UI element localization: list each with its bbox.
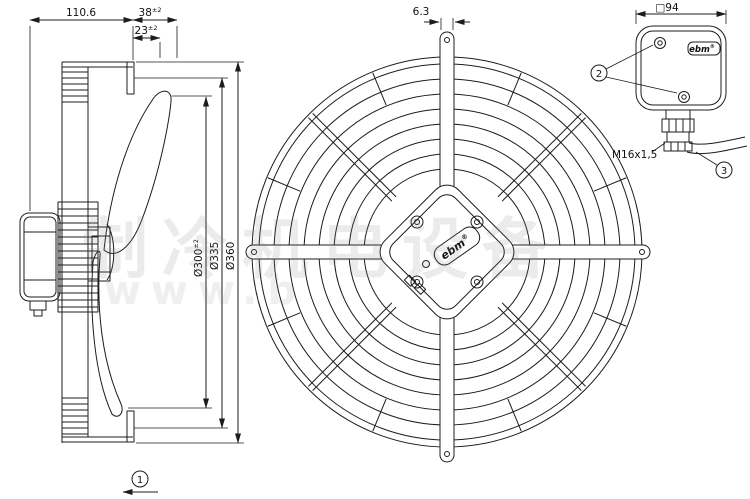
dim-6-3-label: 6.3 — [413, 6, 430, 18]
dim-extension-lines-94 — [635, 10, 727, 24]
hub-screws — [410, 215, 484, 289]
terminal-box-outer — [635, 25, 727, 111]
callout-2-circle — [590, 64, 608, 82]
blade-edge — [106, 223, 115, 281]
guard-ticks-c — [267, 177, 627, 327]
grille-lip-top — [126, 61, 135, 95]
grille-lip-bottom — [126, 410, 135, 443]
cable-gland — [661, 109, 748, 155]
box-logo: ebm® — [687, 41, 721, 56]
dim-dia300-label: Ø300±2 — [192, 239, 205, 277]
front-view: ebm® 6.3 — [245, 6, 651, 463]
dim-38-label: 38±2 — [139, 6, 162, 19]
blade-lower — [91, 250, 123, 417]
strut-hole-top — [444, 37, 450, 43]
cable-lines — [686, 136, 748, 155]
ring-flange-bottom — [62, 436, 133, 443]
guard-ticks-a — [372, 72, 522, 432]
dim-dia360-label: Ø360 — [225, 242, 237, 270]
motor-body — [57, 201, 99, 313]
ring-hatch-top — [62, 71, 88, 103]
hub-terminal-detail-2 — [413, 282, 427, 295]
diagonal-spokes — [308, 113, 586, 391]
shaft-side — [91, 235, 111, 273]
motor-hub — [379, 184, 515, 320]
terminal-box-detail: □94 ebm® 2 M16x1,5 3 — [590, 2, 748, 179]
strut-hole-left — [251, 249, 257, 255]
dim-94-label: □94 — [655, 2, 679, 14]
dim-extension-lines-63 — [440, 18, 454, 30]
callout-3-circle — [715, 161, 733, 179]
dim-110-6-label: 110.6 — [66, 7, 96, 19]
box-screw-top — [654, 37, 666, 49]
gland-side — [29, 300, 47, 311]
callout-2-label: 2 — [596, 69, 602, 80]
gland-thread-label: M16x1,5 — [612, 149, 657, 161]
strut-hole-right — [639, 249, 645, 255]
blade-upper — [103, 90, 172, 254]
terminal-box-side — [19, 212, 61, 302]
ring-flange-top — [62, 61, 133, 68]
dim-dia335-label: Ø335 — [209, 242, 221, 270]
guard-ticks-b — [267, 177, 627, 327]
hub-detail-circle — [422, 260, 430, 268]
dim-extension-lines — [29, 26, 244, 444]
guard-ticks-d — [372, 72, 522, 432]
terminal-box-side-lines — [24, 231, 56, 281]
callout-3-label: 3 — [721, 166, 727, 177]
callout-2-leaders — [605, 44, 678, 94]
box-screw-bottom — [678, 91, 690, 103]
callout-1-label: 1 — [137, 475, 143, 486]
side-view: 110.6 38±2 23±2 Ø300±2 Ø335 Ø360 1 — [19, 6, 244, 495]
terminal-box-side-inner — [23, 216, 57, 298]
ring-hatch-bottom — [62, 397, 88, 435]
callout-3-leader — [695, 151, 718, 166]
motor-fins — [58, 208, 98, 308]
hub-terminal-detail — [403, 274, 417, 287]
gland-side-tip — [33, 309, 43, 317]
strut-hole-bottom — [444, 451, 450, 457]
gland-leader — [651, 142, 666, 153]
svg-text:ebm®: ebm® — [689, 44, 715, 55]
dim-23-label: 23±2 — [135, 24, 158, 37]
diagonal-spokes-2 — [308, 113, 586, 391]
terminal-box-inner — [640, 30, 722, 106]
callout-1-circle — [131, 470, 149, 488]
